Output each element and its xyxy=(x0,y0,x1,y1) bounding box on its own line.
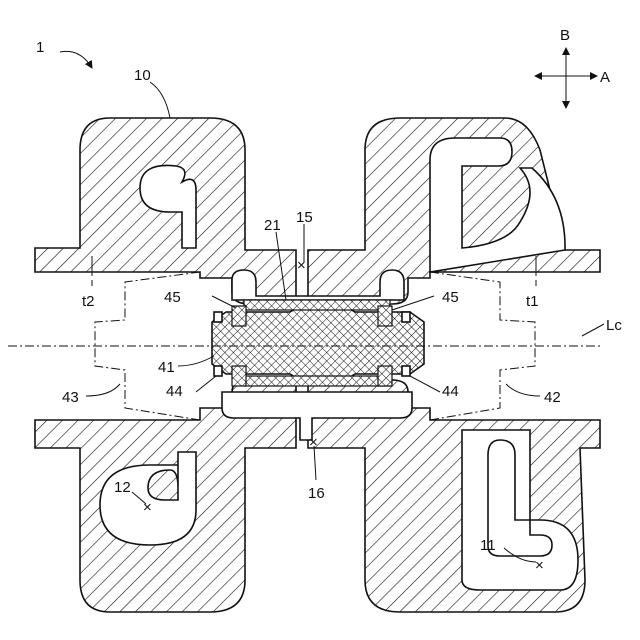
leader-41 xyxy=(178,356,214,366)
point-marker-11: × xyxy=(535,557,544,574)
label-43: 43 xyxy=(62,389,79,406)
seal-small-lower-right xyxy=(402,366,410,376)
label-lc: Lc xyxy=(606,317,622,334)
label-1: 1 xyxy=(36,39,44,56)
label-dir-a: A xyxy=(600,69,610,86)
label-42: 42 xyxy=(544,389,561,406)
leader-1 xyxy=(60,51,92,68)
seal-small-upper-right xyxy=(402,312,410,322)
label-dir-b: B xyxy=(560,27,570,44)
label-t2: t2 xyxy=(82,293,95,310)
bearing-sleeve-upper xyxy=(244,300,390,310)
point-marker-12: × xyxy=(143,499,152,516)
seal-ring-upper-right xyxy=(378,306,392,326)
label-12: 12 xyxy=(114,479,131,496)
label-21: 21 xyxy=(264,217,281,234)
label-45-left: 45 xyxy=(164,289,181,306)
label-t1: t1 xyxy=(526,293,539,310)
label-11: 11 xyxy=(480,537,496,554)
label-45-right: 45 xyxy=(442,289,459,306)
label-44-left: 44 xyxy=(166,383,183,400)
direction-indicator xyxy=(535,48,597,108)
leader-lc xyxy=(582,324,604,336)
label-10: 10 xyxy=(134,67,151,84)
leader-44-right xyxy=(410,376,440,392)
label-15: 15 xyxy=(296,209,313,226)
seal-ring-upper-left xyxy=(232,306,246,326)
seal-ring-lower-right xyxy=(378,366,392,386)
bearing-sleeve-lower xyxy=(244,376,390,386)
label-44-right: 44 xyxy=(442,383,459,400)
leader-10 xyxy=(150,82,170,118)
label-16: 16 xyxy=(308,485,325,502)
leader-43 xyxy=(86,384,120,396)
seal-ring-lower-left xyxy=(232,366,246,386)
label-41: 41 xyxy=(158,359,175,376)
leader-42 xyxy=(506,384,540,396)
seal-small-upper-left xyxy=(214,312,222,322)
point-marker-16: × xyxy=(309,434,318,451)
leader-16 xyxy=(314,446,316,480)
leader-44-left xyxy=(196,376,216,392)
seal-small-lower-left xyxy=(214,366,222,376)
